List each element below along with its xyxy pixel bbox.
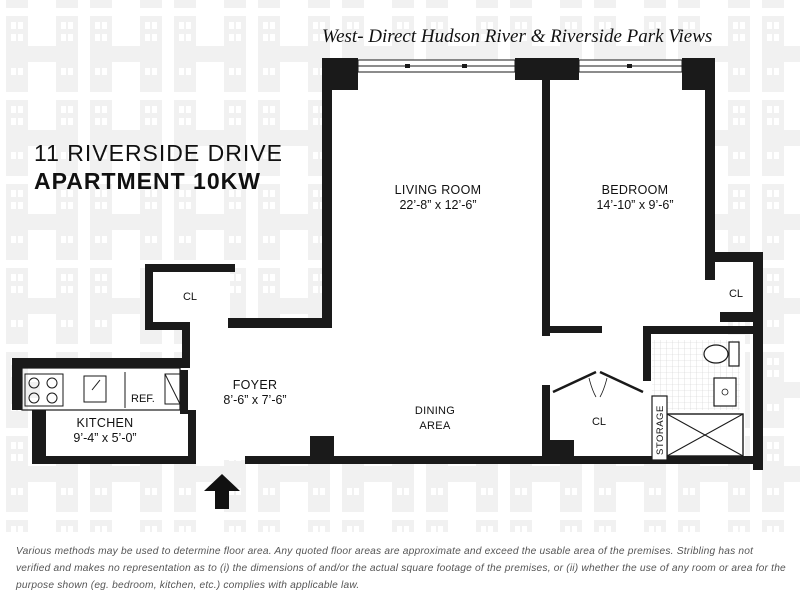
burner-icon [46,377,58,389]
living-room-dims: 22’-8” x 12’-6” [399,198,477,212]
bedroom-label: BEDROOM 14’-10” x 9’-6” [570,183,700,213]
burner-icon [28,377,40,389]
closet-label-entry: CL [182,291,198,303]
living-room-label: LIVING ROOM 22’-8” x 12’-6” [373,183,503,213]
sink-icon [83,375,107,403]
walls [12,58,763,470]
toilet-tank-icon [728,341,740,367]
bathroom-sink-icon [713,377,737,407]
bathroom-fixtures [651,341,744,461]
arrow-up-icon [204,474,240,509]
burner-icon [46,392,58,404]
storage-label: STORAGE [655,405,666,455]
foyer-label: FOYER 8’-6” x 7’-6” [200,378,310,408]
foyer-name: FOYER [232,378,278,392]
foyer-dims: 8’-6” x 7’-6” [223,393,287,407]
refrigerator-icon [164,373,181,405]
views-caption: West- Direct Hudson River & Riverside Pa… [322,26,713,47]
closet-label-hall: CL [591,416,607,428]
windows [357,59,683,73]
building-address: 11 RIVERSIDE DRIVE [34,140,283,166]
closet-label-bedroom: CL [728,288,744,300]
bedroom-name: BEDROOM [601,183,669,197]
toilet-icon [703,344,729,364]
kitchen-dims: 9’-4” x 5’-0” [73,431,137,445]
apartment-number: APARTMENT 10KW [34,168,261,194]
storage-closet [651,395,668,461]
dining-name: DINING [414,405,456,417]
disclaimer-text: Various methods may be used to determine… [16,546,786,591]
bedroom-dims: 14’-10” x 9’-6” [596,198,674,212]
kitchen-appliances [21,367,181,411]
stove-icon [24,373,64,407]
dining-name-2: AREA [419,420,451,432]
living-room-name: LIVING ROOM [394,183,482,197]
closet-doors [552,370,644,398]
ref-label: REF. [131,393,155,405]
dining-area-label: DINING AREA [395,404,475,434]
kitchen-name: KITCHEN [76,416,134,430]
burner-icon [28,392,40,404]
kitchen-label: KITCHEN 9’-4” x 5’-0” [50,416,160,446]
